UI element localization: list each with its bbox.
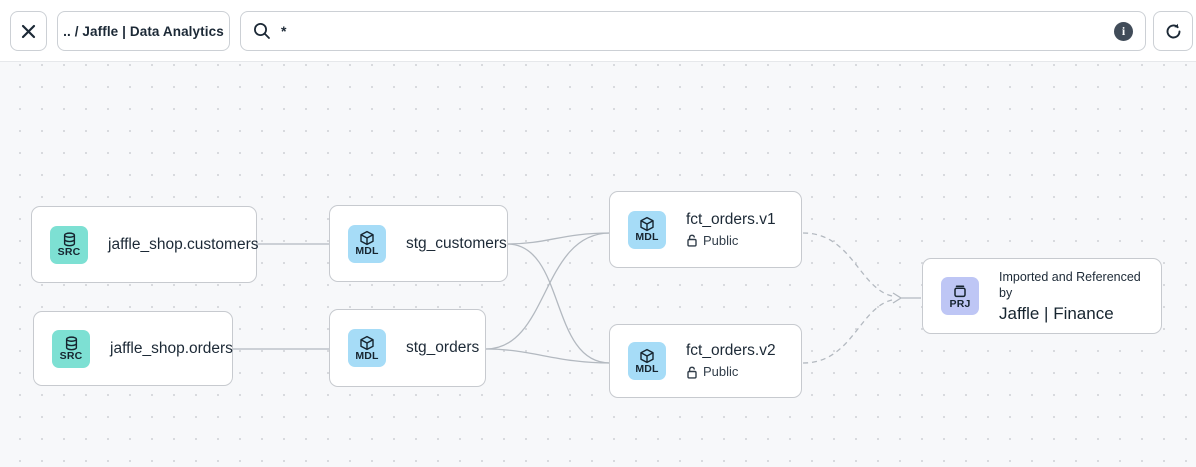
badge-label: MDL xyxy=(355,349,379,362)
model-badge: MDL xyxy=(628,342,666,380)
cube-icon xyxy=(360,230,374,246)
node-label: fct_orders.v1 xyxy=(686,210,776,228)
database-icon xyxy=(65,335,77,350)
node-label: stg_customers xyxy=(406,234,507,252)
unlock-icon xyxy=(687,366,697,379)
search-input[interactable] xyxy=(281,23,1114,39)
badge-label: MDL xyxy=(355,245,379,257)
project-badge: PRJ xyxy=(941,277,979,315)
source-badge: SRC xyxy=(52,329,90,368)
search-bar: i xyxy=(240,11,1146,51)
badge-label: SRC xyxy=(57,245,81,258)
database-icon xyxy=(63,231,75,246)
info-icon[interactable]: i xyxy=(1114,21,1133,41)
close-button[interactable] xyxy=(10,11,47,51)
node-label: jaffle_shop.customers xyxy=(108,235,259,253)
edge-v1-to-project xyxy=(802,232,893,297)
edge-arrowhead xyxy=(892,292,921,304)
lineage-canvas[interactable]: SRC jaffle_shop.customers SRC jaffle_sho… xyxy=(0,62,1196,467)
node-label: stg_orders xyxy=(406,339,480,356)
node-label: fct_orders.v2 xyxy=(686,342,776,359)
node-fct-orders-v2[interactable]: MDL fct_orders.v2 Public xyxy=(609,324,802,398)
unlock-icon xyxy=(687,234,697,247)
breadcrumb[interactable]: .. / Jaffle | Data Analytics xyxy=(57,11,230,51)
search-icon xyxy=(254,23,270,39)
model-badge: MDL xyxy=(348,224,386,263)
node-label: jaffle_shop.orders xyxy=(110,339,233,357)
refresh-button[interactable] xyxy=(1153,11,1193,51)
edge-stgorders-to-v2 xyxy=(485,348,611,364)
node-stg-customers[interactable]: MDL stg_customers xyxy=(329,205,508,282)
node-fct-orders-v1[interactable]: MDL fct_orders.v1 Public xyxy=(609,191,802,268)
toolbar: .. / Jaffle | Data Analytics i xyxy=(0,0,1196,62)
cube-icon xyxy=(640,216,654,232)
edge-stgcustomers-to-v1 xyxy=(506,232,611,245)
node-jaffle-shop-customers[interactable]: SRC jaffle_shop.customers xyxy=(31,206,259,283)
badge-label: SRC xyxy=(59,349,83,362)
source-badge: SRC xyxy=(50,225,88,264)
node-jaffle-finance-project[interactable]: PRJ Imported and Referenced by Jaffle | … xyxy=(922,258,1162,334)
access-label: Public xyxy=(703,232,739,248)
archive-icon xyxy=(954,284,966,297)
cube-icon xyxy=(360,335,374,350)
node-stg-orders[interactable]: MDL stg_orders xyxy=(329,309,486,387)
edge-stgorders-to-v1 xyxy=(485,232,611,350)
edge-v2-to-project xyxy=(802,299,893,364)
node-jaffle-shop-orders[interactable]: SRC jaffle_shop.orders xyxy=(33,311,233,386)
node-pre-label: Imported and Referenced by xyxy=(999,269,1141,300)
badge-label: PRJ xyxy=(949,297,971,310)
model-badge: MDL xyxy=(628,210,666,249)
cube-icon xyxy=(640,348,654,363)
close-icon xyxy=(21,24,36,38)
badge-label: MDL xyxy=(635,362,659,375)
badge-label: MDL xyxy=(635,231,659,243)
edge-stgcustomers-to-v2 xyxy=(506,243,611,364)
node-label: Jaffle | Finance xyxy=(999,303,1114,323)
breadcrumb-label: .. / Jaffle | Data Analytics xyxy=(63,23,224,39)
model-badge: MDL xyxy=(348,329,386,367)
lineage-edges xyxy=(233,232,921,364)
access-label: Public xyxy=(703,364,739,379)
refresh-icon xyxy=(1166,23,1180,38)
